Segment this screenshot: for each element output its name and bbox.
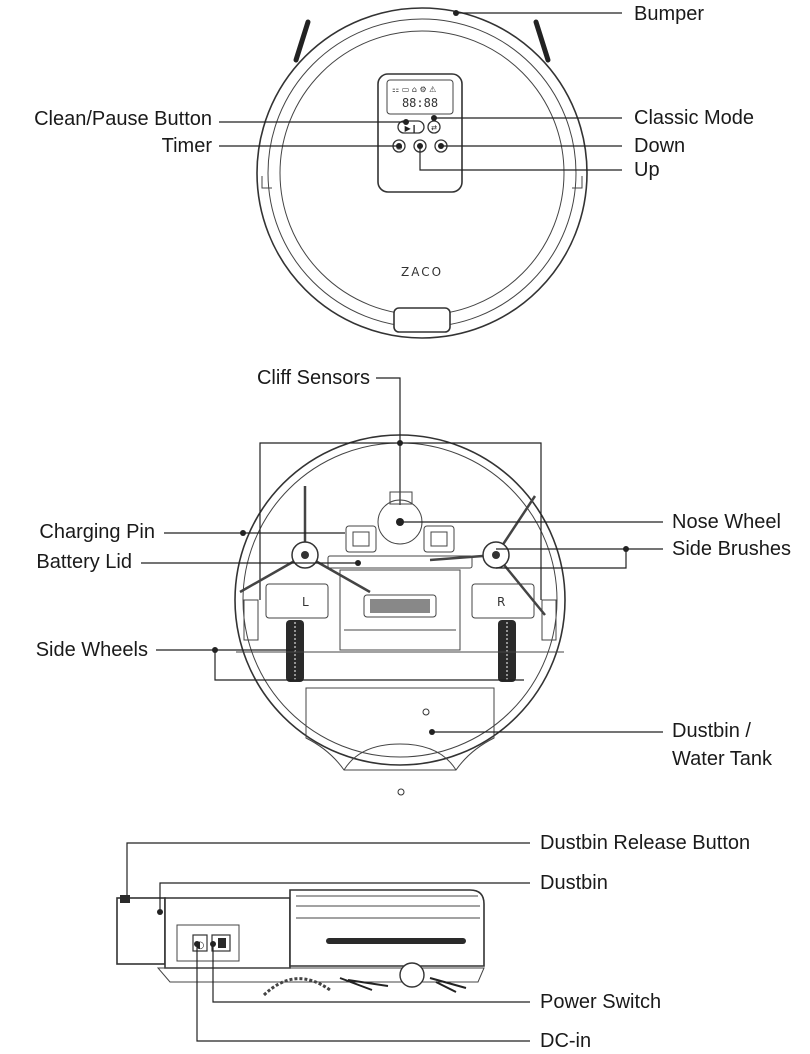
leader-cliff-sensors	[376, 377, 401, 443]
power-switch-rocker	[218, 938, 226, 948]
wheel-well-left	[265, 583, 329, 619]
leader-clean-pause-dot	[403, 119, 409, 125]
top-view: ⚏ ▭ ⌂ ⚙ ⚠ 88:88 ▶❙ ⇄ ◷ ⌃ ⌄ ZACO Bumper C…	[34, 3, 754, 339]
top-brush-left	[293, 19, 311, 63]
dustbin-release-block	[116, 897, 166, 965]
side-notch-right	[541, 599, 557, 641]
bottom-view: L R Cliff Sensors Charging Pin Batter	[36, 367, 791, 796]
side-bumper-slot	[326, 938, 466, 944]
label-side-brushes: Side Brushes	[672, 538, 791, 560]
label-charging-pin: Charging Pin	[39, 521, 155, 543]
leader-side-brushes-dot	[623, 546, 629, 552]
label-cliff-sensors: Cliff Sensors	[257, 367, 370, 389]
top-brush-right	[533, 19, 551, 63]
side-brush-left	[239, 486, 371, 594]
label-side-wheels: Side Wheels	[36, 639, 148, 661]
leader-down-dot	[438, 143, 444, 149]
side-notch-left	[243, 599, 259, 641]
leader-dustbin-water-tank-dot	[429, 729, 435, 735]
top-bumper-notch-right	[572, 176, 583, 189]
charging-pin-left-inner	[352, 531, 370, 547]
dustbin-screw	[422, 708, 430, 716]
leader-timer-dot	[396, 143, 402, 149]
label-power-switch: Power Switch	[540, 991, 661, 1013]
leader-classic-mode-dot	[431, 115, 437, 121]
leader-side-wheels-dot	[212, 647, 218, 653]
label-classic-mode: Classic Mode	[634, 107, 754, 129]
side-underside	[156, 967, 485, 983]
shuffle-icon: ⇄	[431, 124, 437, 132]
dc-in-icon: ◐	[196, 940, 205, 951]
cliff-sensor-dot	[397, 440, 403, 446]
brand-logo: ZACO	[401, 265, 443, 279]
top-bumper-notch-left	[261, 176, 272, 189]
dustbin-handle	[343, 743, 457, 771]
leader-dustbin-release	[126, 842, 530, 895]
charging-pin-right-inner	[430, 531, 448, 547]
leader-up-dot	[417, 143, 423, 149]
label-dustbin-water-tank-line2: Water Tank	[672, 748, 773, 770]
charging-pin-right	[423, 525, 455, 553]
main-brush-housing	[339, 569, 461, 651]
top-rear-tab	[393, 307, 451, 333]
label-dustbin: Dustbin	[540, 872, 608, 894]
control-display	[386, 79, 454, 115]
wheel-well-right	[471, 583, 535, 619]
rear-screw	[397, 788, 405, 796]
wheel-letter-left: L	[302, 595, 309, 609]
leader-side-brushes	[496, 548, 663, 569]
leader-power-switch	[212, 944, 530, 1003]
side-wheel-arc	[262, 977, 331, 997]
label-up: Up	[634, 159, 660, 181]
leader-dustbin	[159, 882, 530, 912]
side-brush-bristles	[339, 977, 467, 993]
side-main-body	[289, 889, 485, 967]
leader-dustbin-dot	[157, 909, 163, 915]
leader-side-wheels-bracket	[214, 649, 524, 681]
side-view: ◐ Dustbin Release Button Dustbin Power S…	[116, 832, 750, 1052]
display-icons: ⚏ ▭ ⌂ ⚙ ⚠	[392, 85, 436, 94]
battery-lid	[327, 555, 473, 569]
wheel-letter-right: R	[497, 595, 505, 609]
side-dustbin	[164, 897, 291, 969]
leader-power-switch-dot	[210, 941, 216, 947]
leader-up	[419, 146, 622, 171]
main-brush-bristle	[370, 599, 430, 613]
side-wheel	[399, 962, 425, 988]
play-pause-icon: ▶❙	[405, 124, 418, 133]
label-battery-lid: Battery Lid	[36, 551, 132, 573]
label-clean-pause-button: Clean/Pause Button	[34, 108, 212, 130]
leader-charging-pin-dot	[240, 530, 246, 536]
label-timer: Timer	[162, 135, 213, 157]
leader-battery-lid-dot	[355, 560, 361, 566]
leader-bumper-dot	[453, 10, 459, 16]
label-dustbin-release-button: Dustbin Release Button	[540, 832, 750, 854]
label-down: Down	[634, 135, 685, 157]
dustbin-release-button[interactable]	[120, 895, 130, 903]
label-dc-in: DC-in	[540, 1030, 591, 1052]
front-sensor-tab	[389, 491, 413, 505]
side-ports-panel	[176, 924, 240, 962]
label-bumper: Bumper	[634, 3, 704, 25]
label-nose-wheel: Nose Wheel	[672, 511, 781, 533]
label-dustbin-water-tank-line1: Dustbin /	[672, 720, 751, 742]
charging-pin-left	[345, 525, 377, 553]
leader-dc-in	[196, 944, 530, 1042]
display-digits: 88:88	[402, 96, 438, 110]
leader-dc-in-dot	[194, 941, 200, 947]
